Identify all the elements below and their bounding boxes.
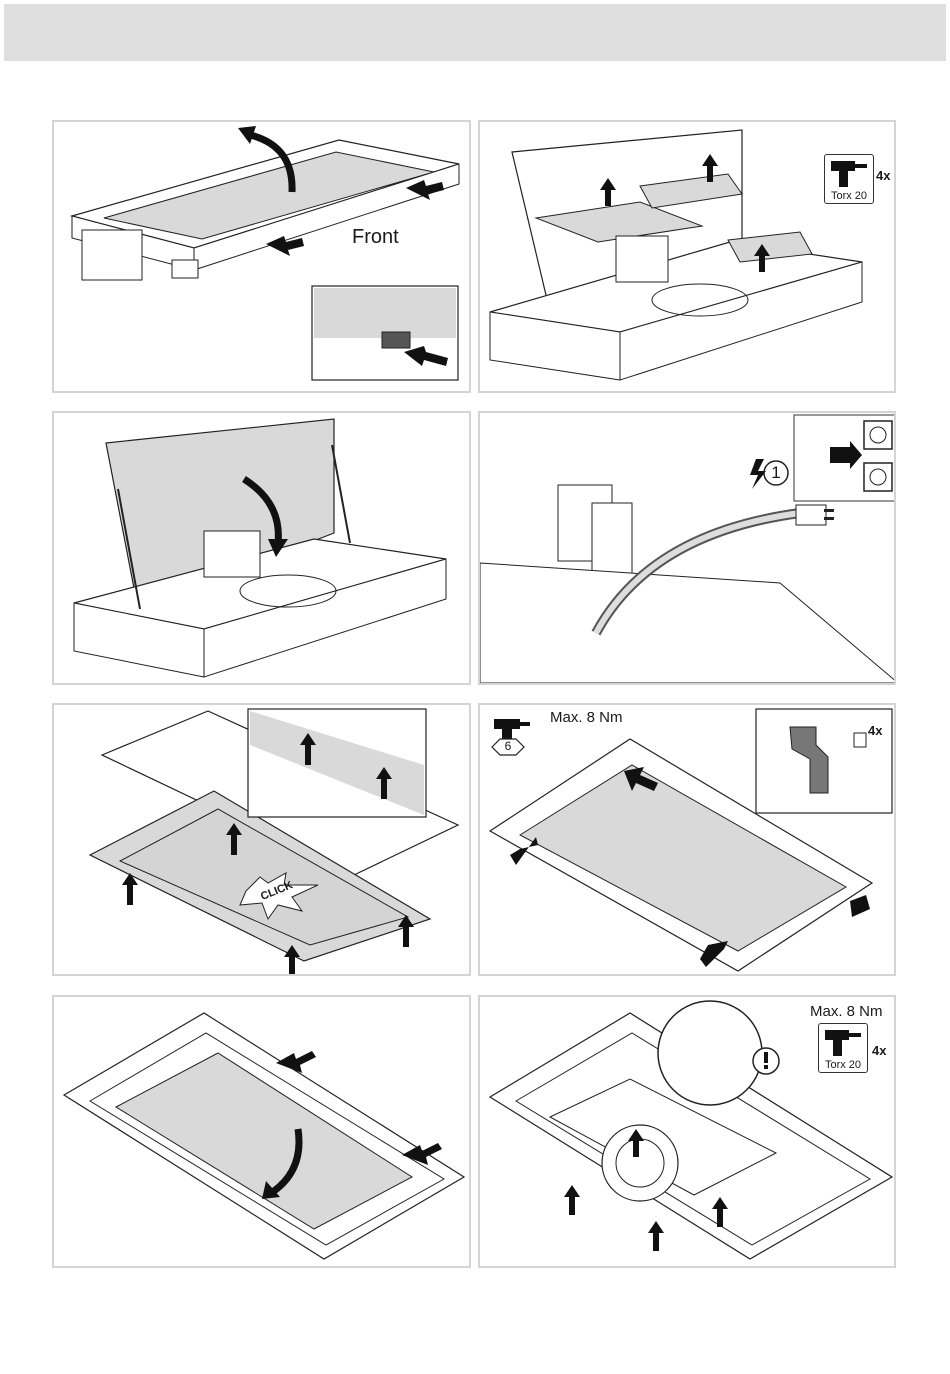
hex-size: 6 — [498, 739, 518, 753]
illustration-fasten-screws — [480, 705, 896, 976]
screw-count: 4x — [872, 1043, 886, 1058]
tool-name: Torx 20 — [819, 1059, 867, 1071]
panel-step-6: 6 Max. 8 Nm 4x — [478, 703, 896, 976]
drill-tool-badge: Torx 20 — [824, 154, 874, 204]
torque-label: Max. 8 Nm — [550, 709, 623, 726]
push-arrow-icon — [564, 1185, 580, 1215]
push-arrow-icon — [402, 1143, 442, 1165]
illustration-close-lid — [54, 413, 471, 685]
panel-step-5: CLICK — [52, 703, 471, 976]
drill-icon — [819, 1024, 867, 1060]
illustration-lift-glass — [54, 122, 471, 393]
panel-step-7 — [52, 995, 471, 1268]
screw-count: 4x — [876, 168, 890, 183]
socket-icon — [864, 421, 892, 449]
push-arrow-icon — [276, 1051, 316, 1073]
torque-label: Max. 8 Nm — [810, 1003, 883, 1020]
screw-count: 4x — [868, 723, 882, 738]
step-number: 1 — [764, 463, 788, 483]
front-label: Front — [352, 226, 399, 249]
screw-icon — [854, 733, 866, 747]
plug-icon — [796, 505, 834, 525]
drill-icon — [825, 155, 873, 191]
panel-step-4: 1 — [478, 411, 896, 685]
illustration-plug-cable — [480, 413, 896, 685]
socket-icon — [864, 463, 892, 491]
illustration-mount-frame — [54, 705, 471, 976]
push-arrow-icon — [850, 895, 870, 917]
push-arrow-icon — [648, 1221, 664, 1251]
illustration-close-panel — [54, 997, 471, 1268]
panel-step-1: Front — [52, 120, 471, 393]
panel-step-2: Torx 20 4x — [478, 120, 896, 393]
panel-step-8: Torx 20 Max. 8 Nm 4x — [478, 995, 896, 1268]
panel-step-3 — [52, 411, 471, 685]
push-arrow-icon — [510, 837, 538, 865]
tool-name: Torx 20 — [825, 190, 873, 202]
warning-icon — [753, 1048, 779, 1074]
header-bar — [4, 4, 946, 61]
drill-tool-badge: Torx 20 — [818, 1023, 868, 1073]
